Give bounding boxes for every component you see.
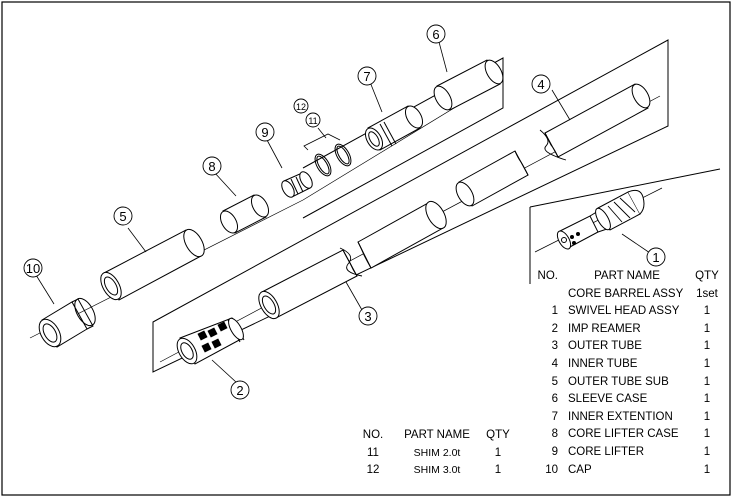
callout-6-circle — [426, 24, 446, 44]
callout-4-circle — [531, 74, 551, 94]
callout-11-circle — [305, 112, 321, 128]
outer-tube-part — [258, 200, 447, 320]
callout-10-circle — [23, 258, 43, 278]
callout-9-circle — [255, 122, 275, 142]
callout-10: 10 — [26, 261, 40, 276]
callout-5-circle — [113, 206, 133, 226]
shim-col-no-header: NO. — [362, 429, 384, 441]
swivel-head-assy-part — [556, 189, 645, 250]
leader-lines — [35, 41, 651, 383]
callout-1: 1 — [652, 250, 659, 265]
callout-8-circle — [202, 156, 222, 176]
inner-extention-part — [364, 105, 424, 151]
lower-plane-outline — [152, 39, 669, 373]
callout-12: 12 — [296, 102, 306, 112]
imp-reamer-part — [176, 317, 245, 365]
col-qty-header: QTY — [695, 270, 719, 282]
callout-2: 2 — [236, 383, 243, 398]
swivel-plane-top — [529, 168, 721, 208]
callout-2-circle — [230, 380, 250, 400]
shim-col-qty-header: QTY — [486, 429, 510, 441]
callout-4: 4 — [537, 77, 544, 92]
cap-part — [38, 297, 96, 348]
callout-7-circle — [357, 66, 377, 86]
shim-col-part-name-header: PART NAME — [404, 429, 470, 441]
callout-1-circle — [646, 247, 666, 267]
parts-table-header: NO. PART NAME QTY — [530, 268, 728, 286]
col-no-header: NO. — [537, 270, 558, 282]
callout-7: 7 — [363, 69, 370, 84]
callout-circles — [23, 24, 666, 400]
outer-tube-sub-part — [100, 228, 205, 301]
callout-3: 3 — [364, 309, 371, 324]
callout-labels: 1 2 3 4 5 6 7 8 9 10 11 12 — [26, 27, 660, 398]
callout-11: 11 — [308, 116, 317, 126]
core-lifter-part — [281, 171, 313, 198]
callout-12-circle — [293, 98, 309, 114]
callout-9: 9 — [261, 125, 268, 140]
sleeve-case-part — [433, 59, 504, 111]
callout-3-circle — [358, 306, 378, 326]
inner-tube-part — [455, 83, 651, 207]
shim-parts — [303, 133, 352, 177]
core-lifter-case-part — [219, 194, 270, 234]
col-part-name-header: PART NAME — [594, 270, 660, 282]
callout-6: 6 — [432, 27, 439, 42]
callout-8: 8 — [208, 159, 215, 174]
shim-table-header: NO. PART NAME QTY — [355, 427, 513, 445]
callout-5: 5 — [119, 209, 126, 224]
